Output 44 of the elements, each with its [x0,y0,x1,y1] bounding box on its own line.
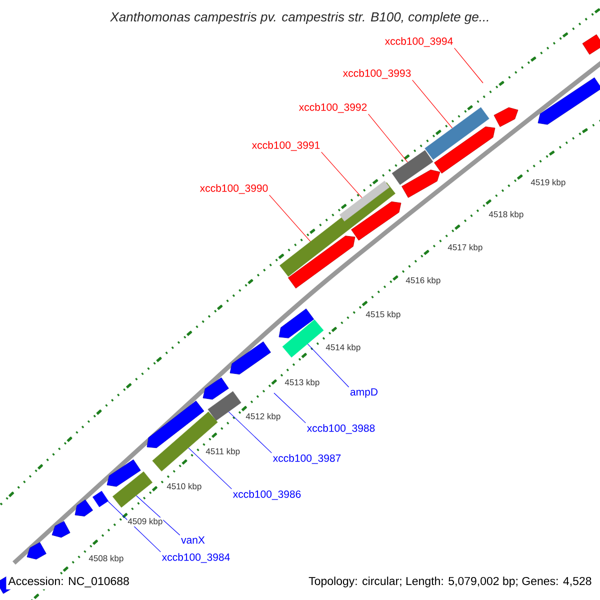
footer-text: Topology: circular; Length: 5,079,002 bp; Genes: 4,528 [306,574,594,590]
gene-bar [208,391,242,421]
gene-label: xccb100_3984 [162,553,230,563]
gene-label: xccb100_3992 [298,103,367,113]
gene-bar [112,471,153,508]
gene-label: ampD [350,388,378,398]
leader-line [228,412,272,454]
gene-label: xccb100_3993 [342,69,411,79]
gene-bar [282,320,324,358]
footer-text: Accession: NC_010688 [6,574,132,590]
scale-label: 4512 kbp [245,412,282,422]
gene-bar [92,490,108,508]
scale-label: 4517 kbp [447,244,484,252]
scale-label: 4510 kbp [166,482,202,492]
leader-line [368,114,408,163]
gene-label: vanX [181,536,205,544]
leader-line [307,344,350,388]
leader-line [412,80,453,128]
scale-label: 4508 kbp [88,554,124,564]
scale-label: 4511 kbp [205,448,241,456]
gene-bar [392,150,434,185]
leader-line [188,448,232,490]
leader-line [269,194,311,242]
title-text: Xanthomonas campestris pv. campestris str. B100, complete ge... [110,12,488,24]
leader-line [136,495,180,536]
scale-label: 4518 kbp [488,210,524,220]
leader-line [321,152,362,198]
scale-label: 4513 kbp [284,378,320,388]
gene-label: xccb100_3990 [200,184,268,194]
gene-label: xccb100_3986 [232,490,301,500]
leader-line [274,392,306,424]
gene-label: xccb100_3991 [252,141,320,151]
gene-label: xccb100_3988 [306,424,375,434]
leader-line [454,48,484,84]
gene-bar [339,180,390,222]
scale-label: 4519 kbp [530,178,566,188]
scale-label: 4514 kbp [325,344,362,352]
gene-label: xccb100_3994 [384,37,453,47]
scale-label: 4516 kbp [405,276,442,286]
scale-label: 4515 kbp [365,310,402,320]
scale-label: 4509 kbp [127,518,164,526]
gene-bar [424,107,490,160]
gene-label: xccb100_3987 [272,454,341,464]
leader-line [108,501,161,552]
